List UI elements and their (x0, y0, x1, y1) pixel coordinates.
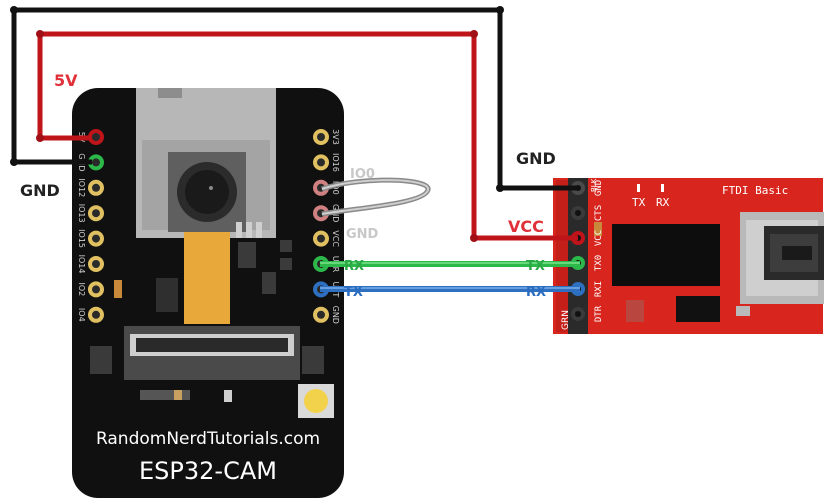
ftdi-chip (612, 224, 720, 286)
pin-label-right-2: IO0 (331, 181, 340, 195)
pin-label-right-7: GND (331, 306, 340, 324)
pin-label-right-4: VCC (331, 230, 340, 247)
ftdi-title: FTDI Basic (722, 184, 788, 197)
ftdi-board: FTDI Basic TX RX BLK GRN GND CTS VCC TX0RXI… (553, 178, 824, 334)
pin-label-left-2: IO12 (77, 178, 86, 197)
pin-label-left-3: IO13 (77, 204, 86, 223)
label-tx-esp: TX (344, 285, 363, 300)
pin-label-left-7: IO4 (77, 308, 86, 322)
label-5v: 5V (54, 71, 78, 90)
label-vcc: VCC (508, 217, 544, 236)
tx-led (637, 184, 640, 192)
ftdi-pin-label-4: RXI (594, 281, 604, 297)
pin-label-right-0: 3V3 (331, 129, 340, 145)
ftdi-pin-label-2: VCC (594, 230, 604, 246)
ftdi-side-top: BLK (590, 178, 598, 192)
ftdi-pin-label-3: TX0 (594, 255, 604, 271)
gnd-wire (11, 7, 578, 191)
camera-ribbon (184, 232, 230, 324)
label-rx-ftdi: RX (526, 285, 546, 300)
ftdi-pin-label-5: DTR (594, 305, 604, 322)
rx-led-label: RX (656, 196, 670, 209)
ftdi-pin-label-1: CTS (594, 205, 604, 221)
label-rx-esp: RX (344, 259, 364, 274)
label-gnd-left: GND (20, 181, 60, 200)
label-gnd-jumper: GND (346, 227, 379, 242)
pin-label-left-6: IO2 (77, 283, 86, 297)
esp32-cam-board: RandomNerdTutorials.com ESP32-CAM 5VGNDI… (72, 88, 344, 498)
label-tx-ftdi: TX (526, 259, 545, 274)
board-name-text: ESP32-CAM (139, 457, 277, 485)
pin-label-right-1: IO16 (331, 153, 340, 172)
pin-label-left-5: IO14 (77, 255, 86, 274)
label-io0: IO0 (350, 167, 375, 182)
label-gnd-ftdi: GND (516, 149, 556, 168)
rx-led (661, 184, 664, 192)
pin-label-left-4: IO15 (77, 229, 86, 248)
vcc-wire (37, 31, 578, 241)
tx-led-label: TX (632, 196, 646, 209)
ftdi-pin-label-0: GND (594, 180, 604, 196)
ftdi-side-bottom: GRN (561, 310, 571, 330)
site-url-text: RandomNerdTutorials.com (96, 429, 320, 449)
